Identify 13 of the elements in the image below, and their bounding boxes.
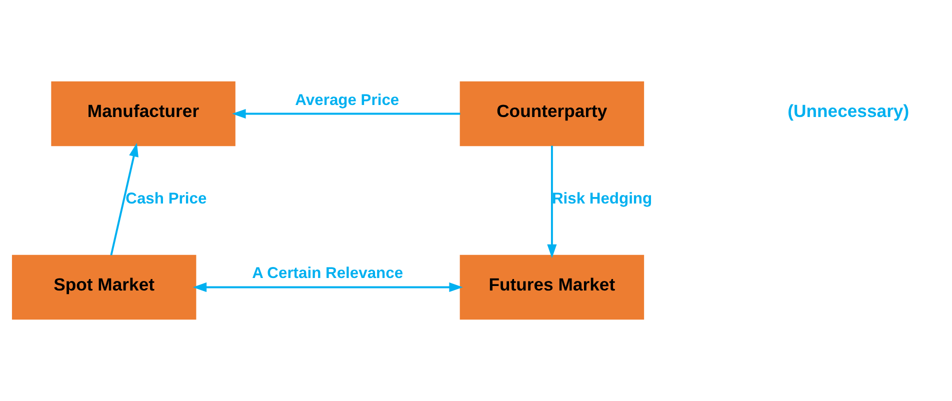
node-box: Spot Market bbox=[12, 254, 196, 320]
node-box: Counterparty bbox=[460, 81, 644, 146]
node-box: Manufacturer bbox=[51, 81, 236, 146]
label: (Unnecessary) bbox=[788, 101, 910, 122]
arrow bbox=[232, 108, 460, 119]
arrow bbox=[110, 142, 138, 256]
arrow bbox=[192, 282, 463, 292]
edge-label: Risk Hedging bbox=[552, 190, 652, 208]
edge-label: Average Price bbox=[295, 92, 400, 109]
arrow bbox=[547, 146, 557, 258]
edge-label: A Certain Relevance bbox=[252, 265, 404, 282]
node-box: Futures Market bbox=[460, 254, 644, 320]
edge-label: Cash Price bbox=[126, 190, 207, 208]
